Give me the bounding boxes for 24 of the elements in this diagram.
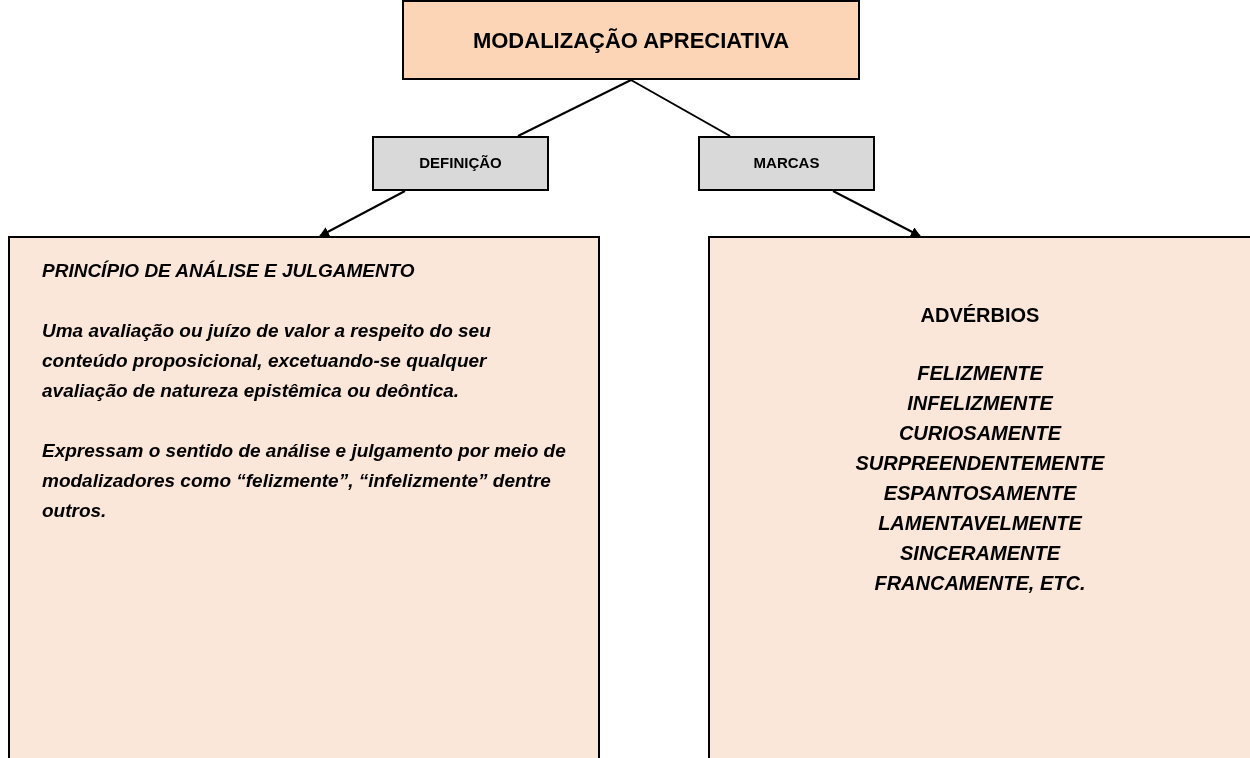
list-item: FRANCAMENTE, ETC. [874, 571, 1086, 596]
category-label: MARCAS [753, 153, 820, 174]
list-item: INFELIZMENTE [907, 391, 1053, 416]
list-item: FELIZMENTE [917, 361, 1043, 386]
heading-text: ADVÉRBIOS [920, 303, 1040, 328]
connector-line [517, 79, 632, 137]
concept-box [698, 136, 875, 191]
concept-box [372, 136, 549, 191]
list-item: CURIOSAMENTE [898, 421, 1062, 446]
content-box [708, 236, 1250, 758]
list-item: ESPANTOSAMENTE [883, 481, 1077, 506]
arrow [832, 190, 921, 237]
title-text: MODALIZAÇÃO APRECIATIVA [472, 26, 790, 55]
list-item: SURPREENDENTEMENTE [855, 451, 1105, 476]
connector-line [630, 79, 731, 137]
paragraph-text: Expressam o sentido de análise e julgamento por meio de modalizadores como “felizmente”, “infelizmente” dentre outros. [42, 439, 566, 523]
paragraph-text: Uma avaliação ou juízo de valor a respeito do seu conteúdo proposicional, excetuando-se qualquer avaliação de natureza epistêmica ou deôntica. [42, 319, 492, 403]
heading-text: PRINCÍPIO DE ANÁLISE E JULGAMENTO [42, 259, 416, 283]
concept-box [402, 0, 860, 80]
list-item: LAMENTAVELMENTE [878, 511, 1082, 536]
list-item: SINCERAMENTE [900, 541, 1060, 566]
content-box [8, 236, 600, 758]
arrow [319, 190, 406, 237]
category-label: DEFINIÇÃO [419, 153, 502, 174]
